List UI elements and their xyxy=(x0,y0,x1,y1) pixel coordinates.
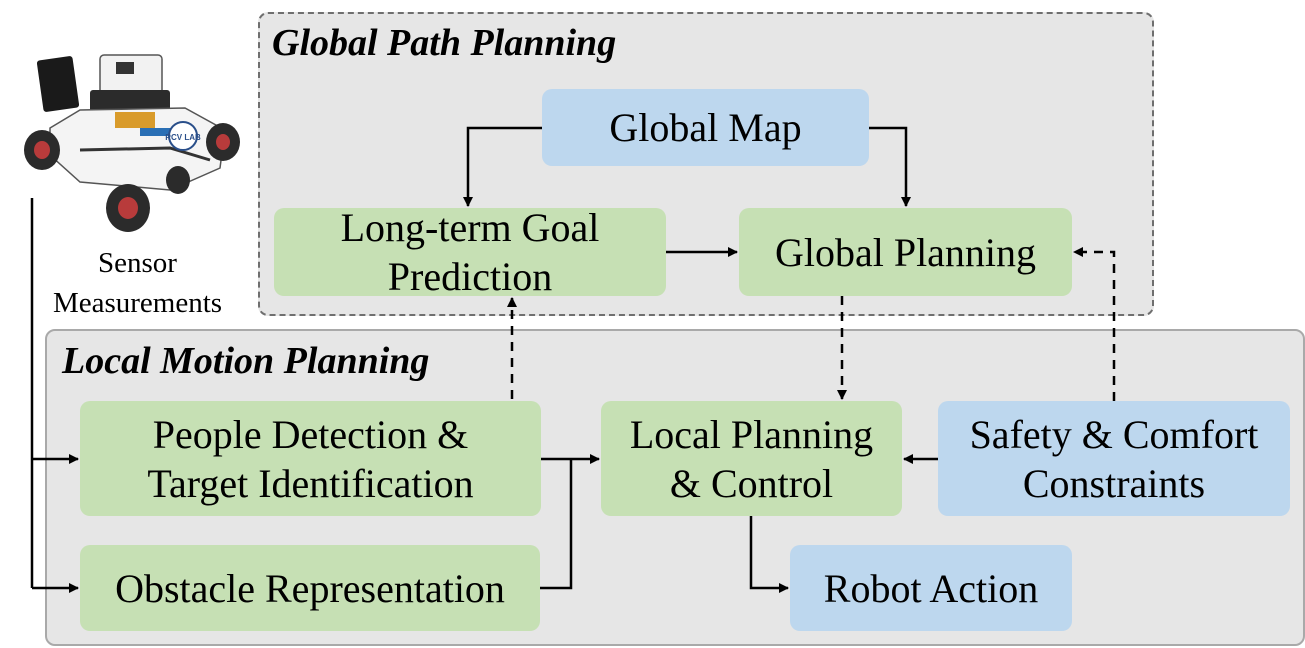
local-region-title: Local Motion Planning xyxy=(62,340,430,382)
people-detection-label: People Detection & Target Identification xyxy=(147,411,474,506)
people-detection-node: People Detection & Target Identification xyxy=(80,401,541,516)
local-planning-node: Local Planning & Control xyxy=(601,401,902,516)
robot-action-label: Robot Action xyxy=(823,565,1039,611)
obstacle-representation-label: Obstacle Representation xyxy=(115,565,505,611)
sensor-measurements-label: Sensor Measurements xyxy=(52,247,223,319)
safety-comfort-label: Safety & Comfort Constraints xyxy=(969,411,1259,506)
robot-badge-text: RCV LAB xyxy=(165,133,201,142)
global-map-label: Global Map xyxy=(609,105,802,150)
robot-action-node: Robot Action xyxy=(790,545,1072,631)
global-region-title: Global Path Planning xyxy=(272,22,617,64)
global-map-node: Global Map xyxy=(542,89,869,166)
global-planning-node: Global Planning xyxy=(739,208,1072,296)
obstacle-representation-node: Obstacle Representation xyxy=(80,545,540,631)
robot-image: RCV LAB xyxy=(24,54,240,232)
global-planning-label: Global Planning xyxy=(774,229,1037,275)
long-term-goal-node: Long-term Goal Prediction xyxy=(274,205,666,299)
safety-comfort-node: Safety & Comfort Constraints xyxy=(938,401,1290,516)
local-planning-label: Local Planning & Control xyxy=(629,411,874,506)
long-term-goal-label: Long-term Goal Prediction xyxy=(340,205,600,299)
